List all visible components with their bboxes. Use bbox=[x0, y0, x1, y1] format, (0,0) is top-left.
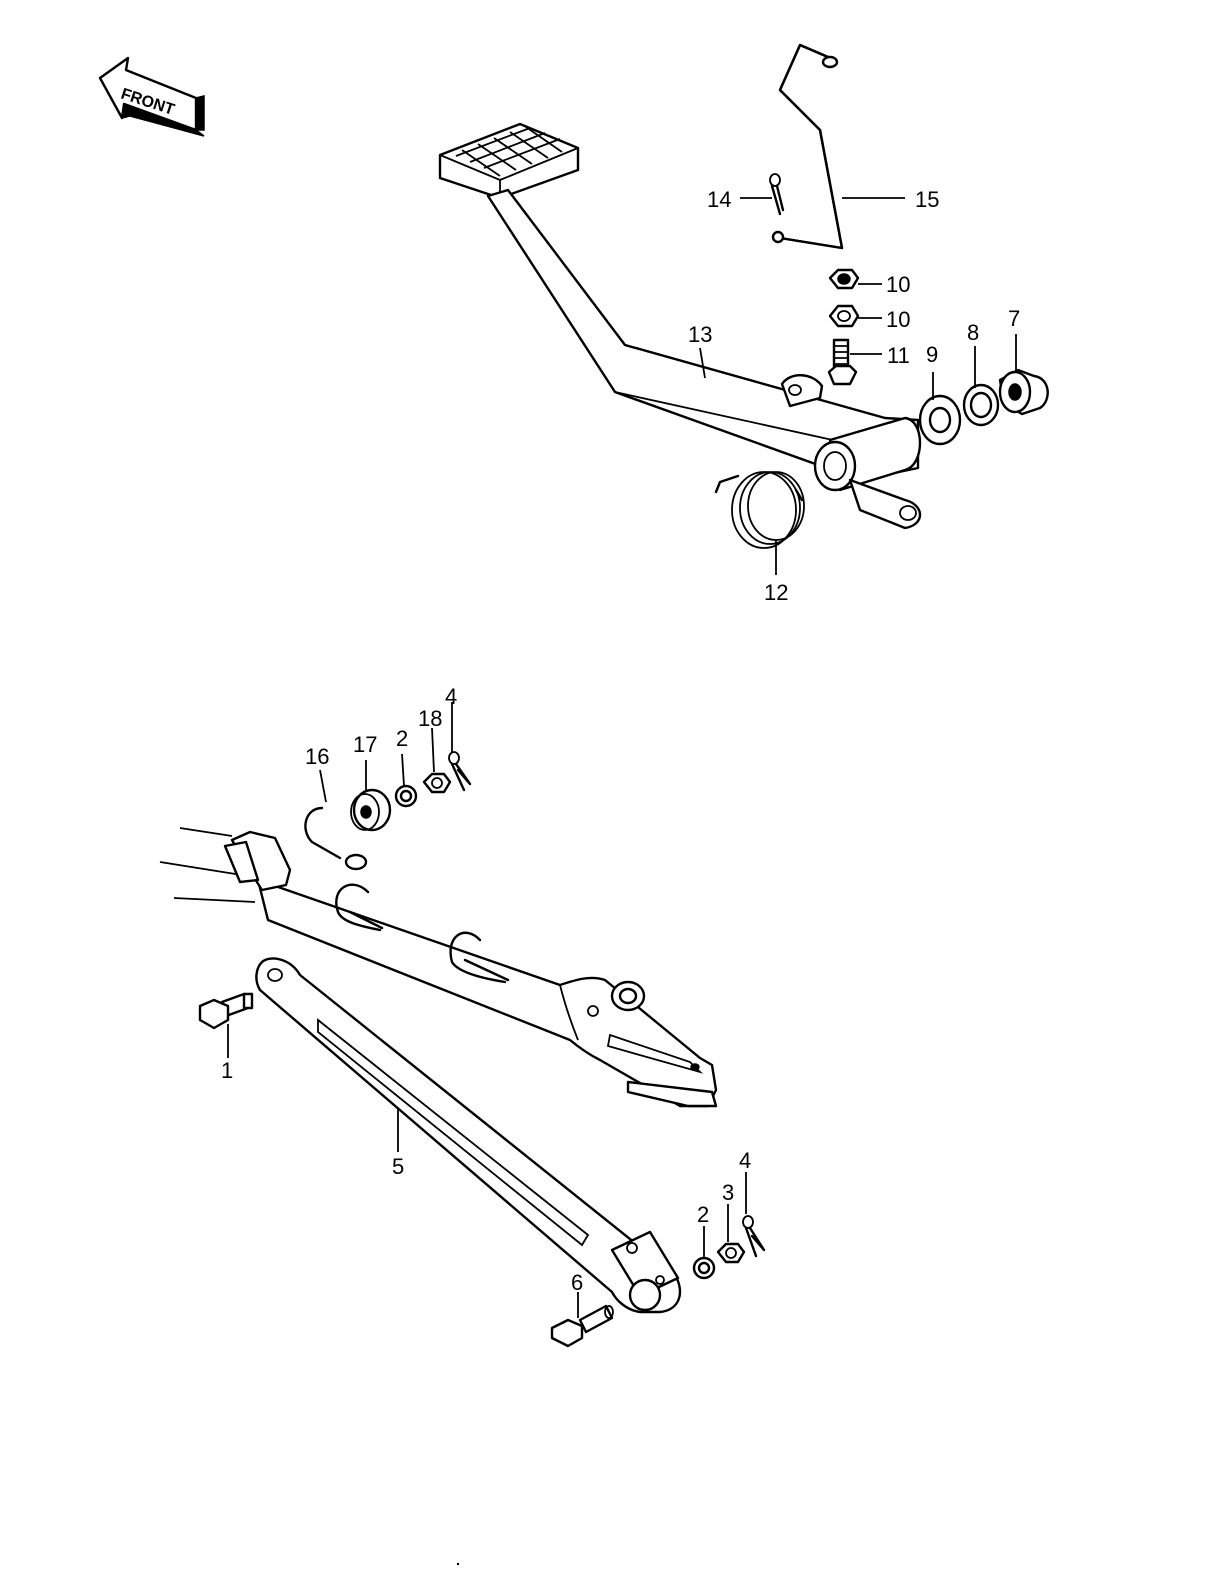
callout-6: 6 bbox=[571, 1270, 583, 1295]
bolt-1 bbox=[198, 992, 254, 1030]
torque-link bbox=[255, 957, 682, 1314]
nut-10b bbox=[828, 304, 860, 328]
front-arrow-icon: FRONT bbox=[98, 56, 205, 137]
callout-13: 13 bbox=[688, 322, 712, 347]
callout-3: 3 bbox=[722, 1180, 734, 1205]
callout-5: 5 bbox=[392, 1154, 404, 1179]
cotter-pin-4-upper bbox=[448, 751, 472, 792]
cotter-pin-upper bbox=[769, 173, 785, 216]
callout-14: 14 bbox=[707, 187, 731, 212]
nut-18 bbox=[422, 772, 452, 794]
nut-3 bbox=[716, 1242, 746, 1264]
callout-labels: 14 15 10 10 11 9 8 7 13 12 16 17 2 18 4 … bbox=[221, 187, 1020, 1295]
cap-nut bbox=[998, 368, 1049, 416]
brake-pedal bbox=[438, 122, 922, 530]
grommet-17 bbox=[350, 788, 392, 832]
callout-2-lower: 2 bbox=[697, 1202, 709, 1227]
callout-12: 12 bbox=[764, 580, 788, 605]
brake-rod bbox=[771, 43, 844, 250]
callout-7: 7 bbox=[1008, 306, 1020, 331]
callout-10a: 10 bbox=[886, 272, 910, 297]
callout-15: 15 bbox=[915, 187, 939, 212]
lower-leader-lines bbox=[227, 702, 747, 1318]
swing-arm bbox=[159, 827, 718, 1108]
callout-17: 17 bbox=[353, 732, 377, 757]
callout-9: 9 bbox=[926, 342, 938, 367]
bolt-6 bbox=[550, 1304, 614, 1348]
callout-10b: 10 bbox=[886, 307, 910, 332]
swing-arm-clamp-front bbox=[335, 883, 384, 932]
washer-8 bbox=[962, 383, 1000, 427]
cotter-pin-4-lower bbox=[742, 1215, 766, 1258]
callout-18: 18 bbox=[418, 706, 442, 731]
callout-16: 16 bbox=[305, 744, 329, 769]
stray-dot bbox=[456, 1562, 460, 1566]
clip-16 bbox=[304, 806, 368, 871]
washer-9 bbox=[918, 394, 962, 446]
nut-10a bbox=[828, 268, 860, 290]
callout-4-upper: 4 bbox=[445, 684, 457, 709]
washer-2-lower bbox=[692, 1256, 716, 1280]
swing-arm-clamp-rear bbox=[449, 931, 510, 984]
adjuster-bolt bbox=[827, 338, 858, 386]
callout-1: 1 bbox=[221, 1058, 233, 1083]
return-spring bbox=[714, 471, 805, 549]
callout-11: 11 bbox=[887, 343, 910, 368]
callout-4-lower: 4 bbox=[739, 1148, 751, 1173]
washer-2-upper bbox=[394, 784, 418, 808]
callout-2-upper: 2 bbox=[396, 726, 408, 751]
upper-leader-lines bbox=[699, 197, 1017, 575]
callout-8: 8 bbox=[967, 320, 979, 345]
